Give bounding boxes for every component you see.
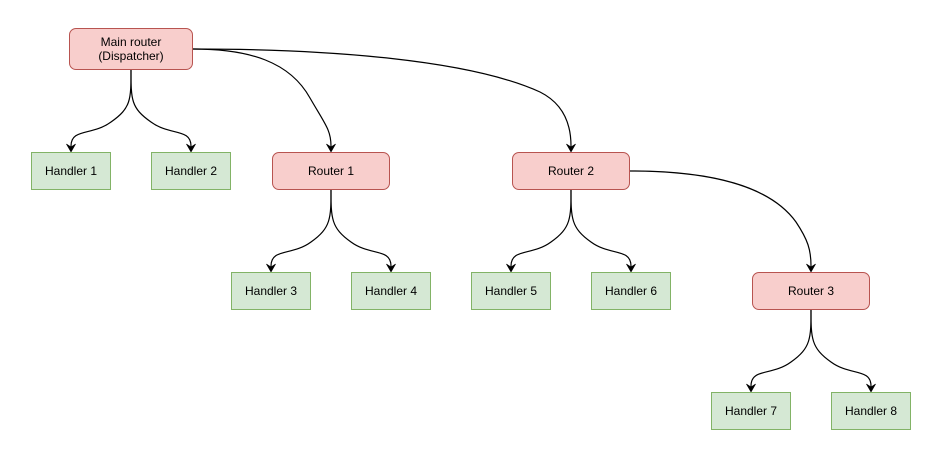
arrowhead-a-r1 (326, 143, 336, 153)
node-handler-2[interactable]: Handler 2 (151, 152, 231, 190)
arrowhead-a-h1 (66, 143, 76, 153)
arrowhead-a-r3 (806, 263, 816, 273)
edge-e-main-h1 (70, 69, 132, 147)
arrowhead-a-h8 (866, 383, 876, 393)
node-label-main-router: Main router (Dispatcher) (98, 35, 164, 63)
node-label-handler-5: Handler 5 (484, 284, 538, 298)
edge-e-r2-h5 (510, 189, 572, 267)
node-handler-6[interactable]: Handler 6 (591, 272, 671, 310)
node-main-router[interactable]: Main router (Dispatcher) (69, 28, 193, 70)
node-handler-5[interactable]: Handler 5 (471, 272, 551, 310)
node-label-handler-8: Handler 8 (844, 404, 898, 418)
edge-e-r1-h4 (330, 189, 392, 267)
edge-e-main-r1 (192, 48, 332, 147)
node-router-2[interactable]: Router 2 (512, 152, 630, 190)
edge-e-main-r2 (192, 48, 572, 147)
edge-e-r3-h7 (750, 309, 812, 387)
arrowhead-a-r2 (566, 143, 576, 153)
edge-e-r2-h6 (570, 189, 632, 267)
arrowhead-a-h5 (506, 263, 516, 273)
node-label-handler-6: Handler 6 (604, 284, 658, 298)
node-handler-4[interactable]: Handler 4 (351, 272, 431, 310)
node-label-handler-7: Handler 7 (724, 404, 778, 418)
node-label-handler-2: Handler 2 (164, 164, 218, 178)
node-router-1[interactable]: Router 1 (272, 152, 390, 190)
arrowhead-a-h3 (266, 263, 276, 273)
node-handler-7[interactable]: Handler 7 (711, 392, 791, 430)
edge-e-r3-h8 (810, 309, 872, 387)
node-handler-1[interactable]: Handler 1 (31, 152, 111, 190)
arrowhead-a-h4 (386, 263, 396, 273)
node-label-handler-4: Handler 4 (364, 284, 418, 298)
arrowhead-a-h7 (746, 383, 756, 393)
node-handler-3[interactable]: Handler 3 (231, 272, 311, 310)
edge-e-r2-r3 (629, 170, 812, 267)
node-router-3[interactable]: Router 3 (752, 272, 870, 310)
arrowhead-a-h2 (186, 143, 196, 153)
node-handler-8[interactable]: Handler 8 (831, 392, 911, 430)
node-label-router-1: Router 1 (307, 164, 355, 178)
arrowhead-a-h6 (626, 263, 636, 273)
node-label-router-2: Router 2 (547, 164, 595, 178)
edge-e-main-h2 (130, 69, 192, 147)
edge-e-r1-h3 (270, 189, 332, 267)
node-label-handler-3: Handler 3 (244, 284, 298, 298)
node-label-handler-1: Handler 1 (44, 164, 98, 178)
node-label-router-3: Router 3 (787, 284, 835, 298)
